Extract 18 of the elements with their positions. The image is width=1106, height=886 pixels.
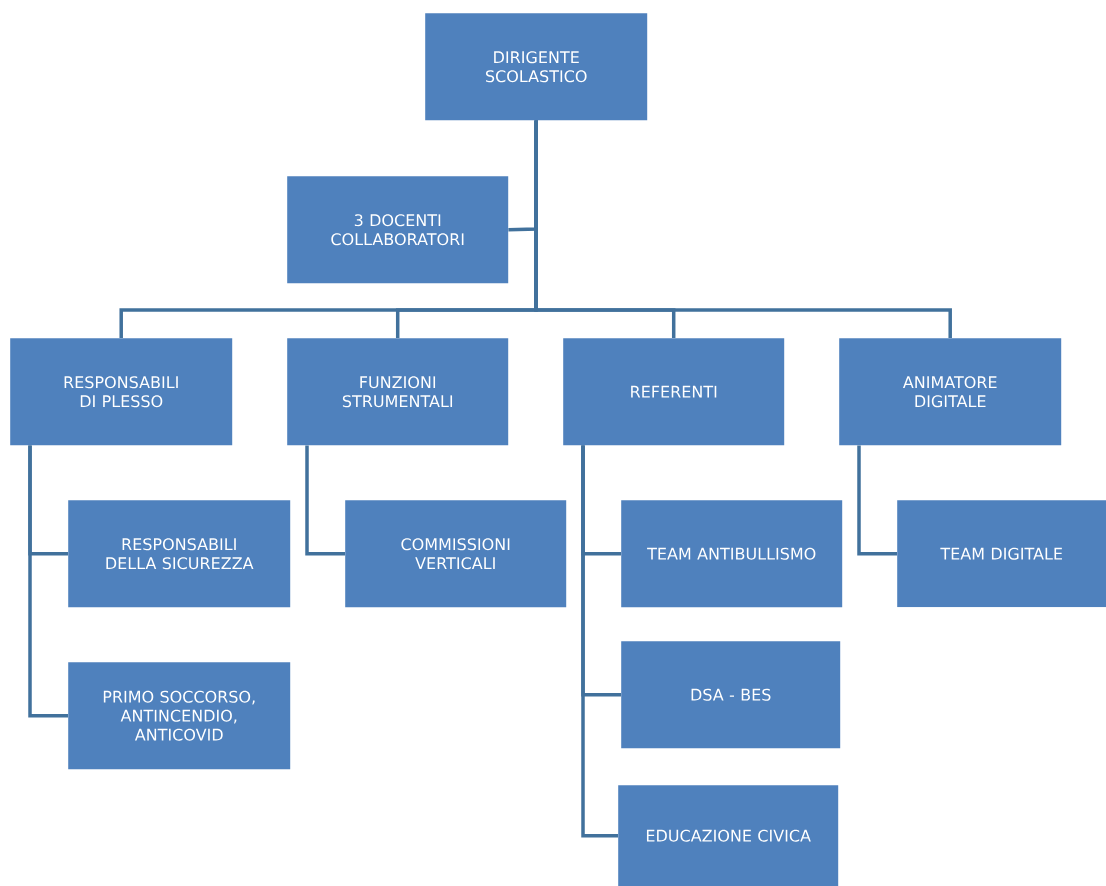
connector-line	[534, 120, 952, 338]
org-box: DSA - BES	[621, 641, 841, 749]
org-box: RESPONSABILI DELLA SICUREZZA	[68, 500, 291, 608]
connector-line	[857, 445, 897, 556]
org-box: TEAM ANTIBULLISMO	[621, 500, 843, 608]
org-box: FUNZIONI STRUMENTALI	[287, 338, 509, 446]
org-box: TEAM DIGITALE	[897, 500, 1106, 608]
org-box: PRIMO SOCCORSO, ANTINCENDIO, ANTICOVID	[68, 662, 291, 770]
connector-line	[581, 445, 618, 838]
org-box: ANIMATORE DIGITALE	[839, 338, 1062, 446]
org-box: EDUCAZIONE CIVICA	[618, 785, 839, 886]
org-box: RESPONSABILI DI PLESSO	[10, 338, 233, 446]
org-box: 3 DOCENTI COLLABORATORI	[287, 176, 509, 284]
org-box: DIRIGENTE SCOLASTICO	[425, 13, 648, 121]
connector-line	[28, 445, 68, 718]
org-box: COMMISSIONI VERTICALI	[345, 500, 567, 608]
org-box: REFERENTI	[563, 338, 785, 446]
connector-line	[305, 445, 345, 556]
